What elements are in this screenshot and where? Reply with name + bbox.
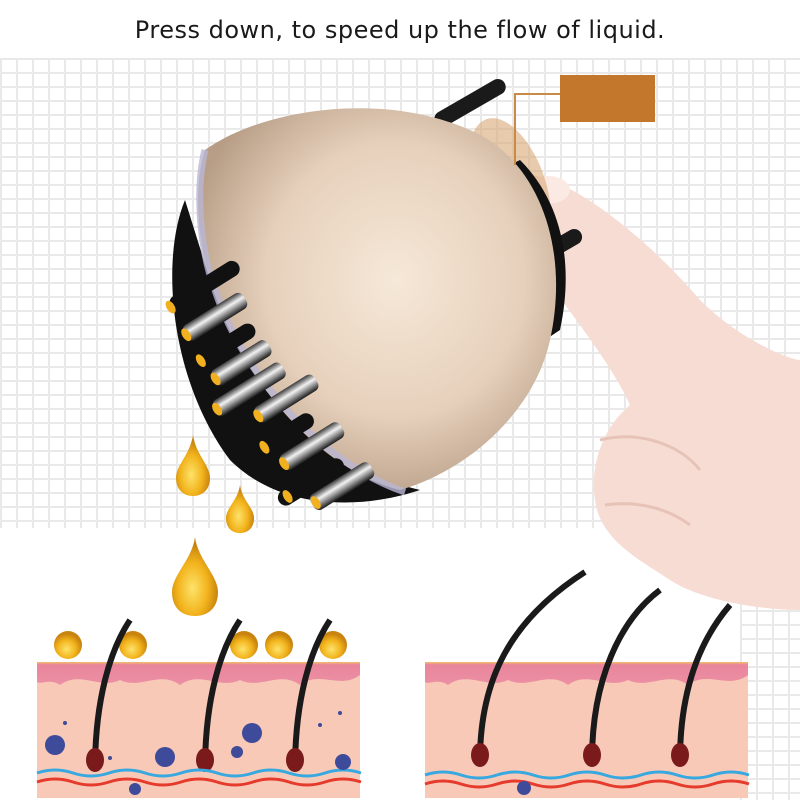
oil-drop-3 [172,537,218,616]
hair-follicles [86,618,333,772]
oil-drop-1 [176,435,210,496]
oil-drops [172,435,254,616]
callout-line-vertical [514,93,516,165]
callout-line-horizontal [514,93,560,95]
oil-beads [54,631,347,659]
hand [510,174,800,611]
oil-drop-2 [226,485,254,533]
bristles [165,260,375,511]
hair-follicles [471,569,733,767]
applicator-device [165,79,583,511]
callout-label-box [560,75,655,122]
caption-title: Press down, to speed up the flow of liqu… [134,16,666,44]
scalp-diagram-with-oil [36,618,362,798]
scalp-diagram-without-oil [424,569,750,798]
